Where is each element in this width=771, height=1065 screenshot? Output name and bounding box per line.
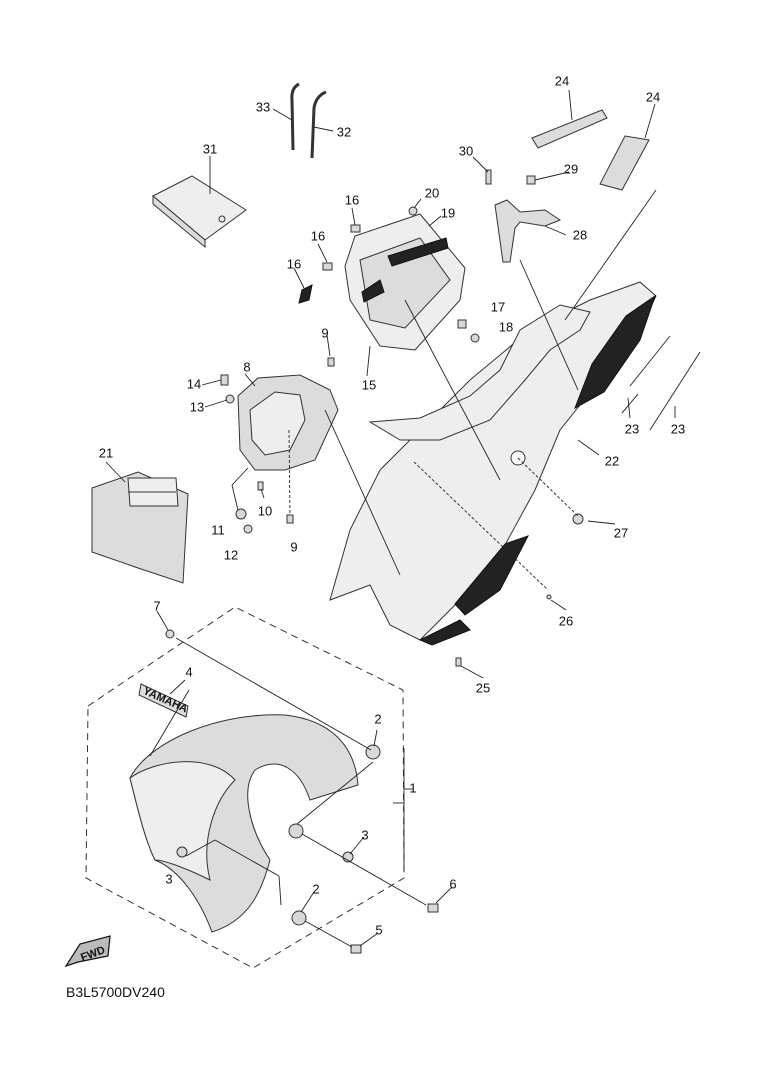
callout-6: 6 <box>449 876 456 891</box>
wire-rod-33 <box>290 82 300 151</box>
callout-3-left: 3 <box>165 871 172 886</box>
callout-9-upper: 9 <box>321 325 328 340</box>
callout-7: 7 <box>153 598 160 613</box>
callout-2-upper: 2 <box>374 711 381 726</box>
callout-5: 5 <box>375 922 382 937</box>
callouts: 33 32 31 24 24 30 29 28 20 19 16 16 16 1… <box>99 73 685 937</box>
strip-24-left <box>531 109 608 149</box>
callout-16-a: 16 <box>345 192 359 207</box>
bracket-28 <box>485 169 562 263</box>
callout-9-lower: 9 <box>290 539 297 554</box>
callout-16-c: 16 <box>287 256 301 271</box>
tape-23-b <box>649 351 701 431</box>
bolt-20 <box>408 206 418 216</box>
callout-3-right: 3 <box>361 827 368 842</box>
assembly-outline <box>85 606 405 969</box>
callout-13: 13 <box>190 399 204 414</box>
battery-tray-15 <box>298 213 480 367</box>
callout-12: 12 <box>224 547 238 562</box>
plate-holder-21 <box>91 471 189 584</box>
emblem-4: YAMAHA <box>138 683 189 718</box>
callout-1: 1 <box>409 780 416 795</box>
fender-bracket-8 <box>220 374 339 534</box>
callout-23-right: 23 <box>671 421 685 436</box>
callout-16-b: 16 <box>311 228 325 243</box>
callout-18: 18 <box>499 319 513 334</box>
callout-29: 29 <box>564 161 578 176</box>
callout-25: 25 <box>476 680 490 695</box>
diagram-code: B3L5700DV240 <box>66 984 165 1000</box>
front-fender-1 <box>129 629 439 954</box>
callout-8: 8 <box>243 359 250 374</box>
callout-14: 14 <box>187 376 201 391</box>
emblem-text: YAMAHA <box>141 685 189 715</box>
strip-24-right <box>599 135 650 191</box>
callout-32: 32 <box>337 124 351 139</box>
callout-22: 22 <box>605 453 619 468</box>
rear-cowl-22 <box>329 281 657 667</box>
tape-23-a <box>621 335 671 414</box>
callout-20: 20 <box>425 185 439 200</box>
callout-10: 10 <box>258 503 272 518</box>
callout-24-right: 24 <box>646 89 660 104</box>
callout-27: 27 <box>614 525 628 540</box>
callout-28: 28 <box>573 227 587 242</box>
callout-30: 30 <box>459 143 473 158</box>
callout-23-left: 23 <box>625 421 639 436</box>
callout-15: 15 <box>362 377 376 392</box>
callout-11: 11 <box>211 522 225 537</box>
callout-17: 17 <box>491 299 505 314</box>
callout-24-left: 24 <box>555 73 569 88</box>
wire-rod-32 <box>310 90 327 159</box>
callout-26: 26 <box>559 613 573 628</box>
callout-33: 33 <box>256 99 270 114</box>
callout-19: 19 <box>441 205 455 220</box>
pad-31 <box>152 175 247 249</box>
callout-4: 4 <box>185 664 192 679</box>
leader-lines <box>105 89 676 948</box>
callout-2-lower: 2 <box>312 881 319 896</box>
fwd-arrow-icon: FWD <box>64 935 111 968</box>
callout-31: 31 <box>203 141 217 156</box>
callout-21: 21 <box>99 445 113 460</box>
